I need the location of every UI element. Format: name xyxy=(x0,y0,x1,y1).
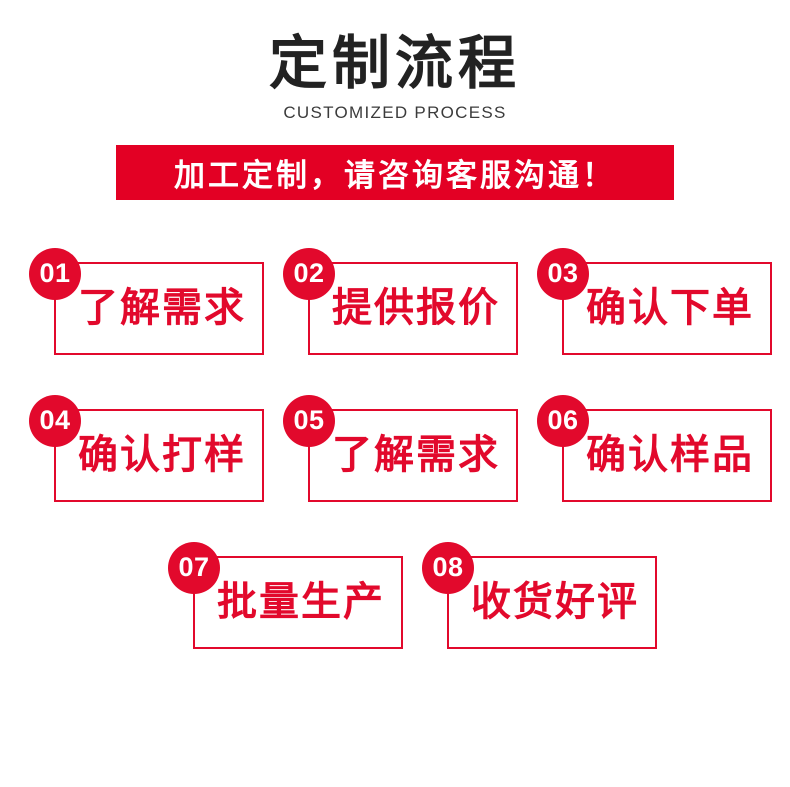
step-label: 确认样品 xyxy=(586,433,754,478)
step-label: 确认打样 xyxy=(78,433,246,478)
step-number-badge: 05 xyxy=(283,394,335,447)
step-label: 确认下单 xyxy=(586,286,754,331)
step-label: 收货好评 xyxy=(471,580,639,625)
step-label: 提供报价 xyxy=(332,286,500,331)
step-card-8: 08 收货好评 xyxy=(422,541,657,649)
step-card-3: 03 确认下单 xyxy=(537,247,772,355)
step-card-7: 07 批量生产 xyxy=(168,541,403,649)
page-subtitle: CUSTOMIZED PROCESS xyxy=(283,102,507,122)
process-steps-grid: 01 了解需求 02 提供报价 03 确认下单 04 确认打样 05 了解需求 xyxy=(0,247,790,649)
step-card-5: 05 了解需求 xyxy=(283,394,518,502)
consult-banner-text: 加工定制，请咨询客服沟通！ xyxy=(174,157,616,193)
step-number-badge: 06 xyxy=(537,394,589,447)
consult-banner: 加工定制，请咨询客服沟通！ xyxy=(116,144,674,200)
step-number-badge: 08 xyxy=(422,541,474,594)
process-row-3: 07 批量生产 08 收货好评 xyxy=(30,541,790,649)
step-label: 了解需求 xyxy=(332,433,500,478)
step-card-1: 01 了解需求 xyxy=(29,247,264,355)
step-number-badge: 03 xyxy=(537,247,589,300)
page-title: 定制流程 xyxy=(268,31,521,96)
step-label: 批量生产 xyxy=(217,580,385,625)
process-row-2: 04 确认打样 05 了解需求 06 确认样品 xyxy=(18,394,790,502)
step-label: 了解需求 xyxy=(78,286,246,331)
step-number-badge: 07 xyxy=(168,541,220,594)
step-card-6: 06 确认样品 xyxy=(537,394,772,502)
process-row-1: 01 了解需求 02 提供报价 03 确认下单 xyxy=(18,247,790,355)
step-number-badge: 02 xyxy=(283,247,335,300)
step-card-4: 04 确认打样 xyxy=(29,394,264,502)
step-number-badge: 04 xyxy=(29,394,81,447)
step-card-2: 02 提供报价 xyxy=(283,247,518,355)
step-number-badge: 01 xyxy=(29,247,81,300)
customization-process-section: 定制流程 CUSTOMIZED PROCESS 加工定制，请咨询客服沟通！ 01… xyxy=(0,31,790,649)
